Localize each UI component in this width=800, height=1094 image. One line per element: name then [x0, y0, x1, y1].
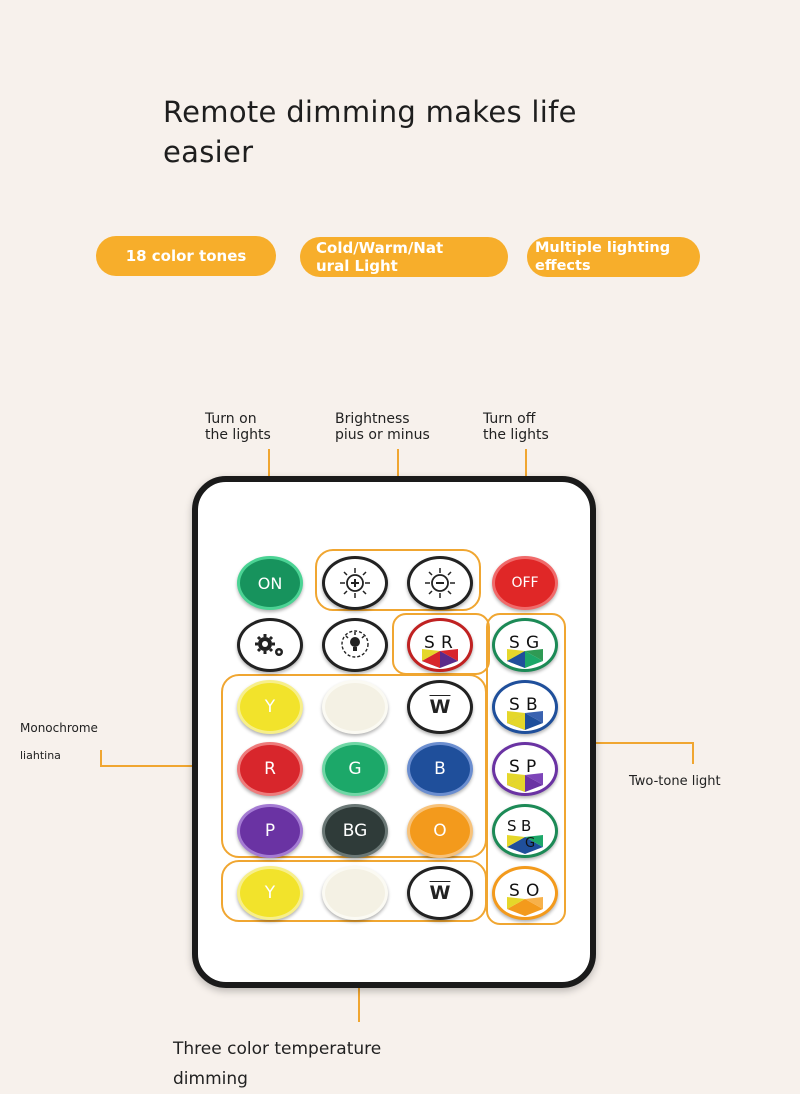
cct-neutral-button[interactable]	[322, 866, 388, 920]
group-brightness	[315, 549, 481, 611]
white-button[interactable]: W	[407, 680, 473, 734]
purple-button[interactable]: P	[237, 804, 303, 858]
feature-pill-effects: Multiple lighting effects	[527, 237, 700, 277]
sbg-tone-icon: S B G	[507, 817, 543, 854]
connector-mono-h	[100, 765, 212, 767]
feature-pill-cct: Cold/Warm/Nat ural Light	[300, 237, 508, 277]
brightness-up-button[interactable]	[322, 556, 388, 610]
svg-text:G: G	[525, 836, 535, 851]
connector-two-tone-h	[576, 742, 694, 744]
svg-text:S: S	[509, 695, 520, 715]
callout-monochrome-lighting: liahtina	[20, 749, 61, 762]
callout-brightness: Brightness pius or minus	[335, 411, 430, 443]
scene-button[interactable]	[322, 618, 388, 672]
connector-two-tone-v	[692, 742, 694, 764]
blue-button[interactable]: B	[407, 742, 473, 796]
sg-tone-icon: S G	[507, 633, 543, 668]
svg-text:B: B	[526, 695, 538, 715]
callout-turn-off: Turn off the lights	[483, 411, 549, 443]
callout-two-tone: Two-tone light	[629, 774, 721, 789]
callout-turn-on: Turn on the lights	[205, 411, 271, 443]
svg-text:P: P	[526, 757, 536, 777]
two-tone-so-button[interactable]: S O	[492, 866, 558, 920]
bg-button[interactable]: BG	[322, 804, 388, 858]
sp-tone-icon: S P	[507, 757, 543, 792]
yellow-button[interactable]: Y	[237, 680, 303, 734]
feature-pill-color-tones: 18 color tones	[96, 236, 276, 276]
callout-monochrome: Monochrome	[20, 721, 98, 735]
svg-text:O: O	[526, 881, 539, 901]
svg-text:S: S	[509, 633, 520, 653]
group-three-color	[221, 860, 487, 922]
warm-white-button[interactable]	[322, 680, 388, 734]
svg-text:R: R	[441, 633, 453, 653]
green-button[interactable]: G	[322, 742, 388, 796]
bulb-cycle-icon	[341, 630, 369, 658]
connector-mono-v	[100, 750, 102, 766]
mode-settings-button[interactable]	[237, 618, 303, 672]
orange-button[interactable]: O	[407, 804, 473, 858]
group-two-tone	[486, 613, 566, 925]
two-tone-sr-button[interactable]: S R	[407, 618, 473, 672]
svg-text:S: S	[507, 817, 517, 835]
so-tone-icon: S O	[507, 881, 543, 916]
sun-plus-icon	[340, 568, 370, 598]
headline: Remote dimming makes life easier	[163, 95, 577, 169]
svg-text:S: S	[424, 633, 435, 653]
svg-text:G: G	[526, 633, 539, 653]
cct-white-button[interactable]: W	[407, 866, 473, 920]
on-button[interactable]: ON	[237, 556, 303, 610]
two-tone-sg-button[interactable]: S G	[492, 618, 558, 672]
svg-text:S: S	[509, 881, 520, 901]
svg-text:S: S	[509, 757, 520, 777]
svg-text:B: B	[521, 817, 531, 835]
sun-minus-icon	[425, 568, 455, 598]
cct-yellow-button[interactable]: Y	[237, 866, 303, 920]
sr-tone-icon: S R	[422, 633, 458, 668]
sb-tone-icon: S B	[507, 695, 543, 730]
two-tone-sbg-button[interactable]: S B G	[492, 804, 558, 858]
brightness-down-button[interactable]	[407, 556, 473, 610]
callout-three-color: Three color temperature dimming	[173, 1039, 382, 1089]
red-button[interactable]: R	[237, 742, 303, 796]
two-tone-sp-button[interactable]: S P	[492, 742, 558, 796]
gears-icon	[255, 634, 283, 656]
off-button[interactable]: OFF	[492, 556, 558, 610]
two-tone-sb-button[interactable]: S B	[492, 680, 558, 734]
